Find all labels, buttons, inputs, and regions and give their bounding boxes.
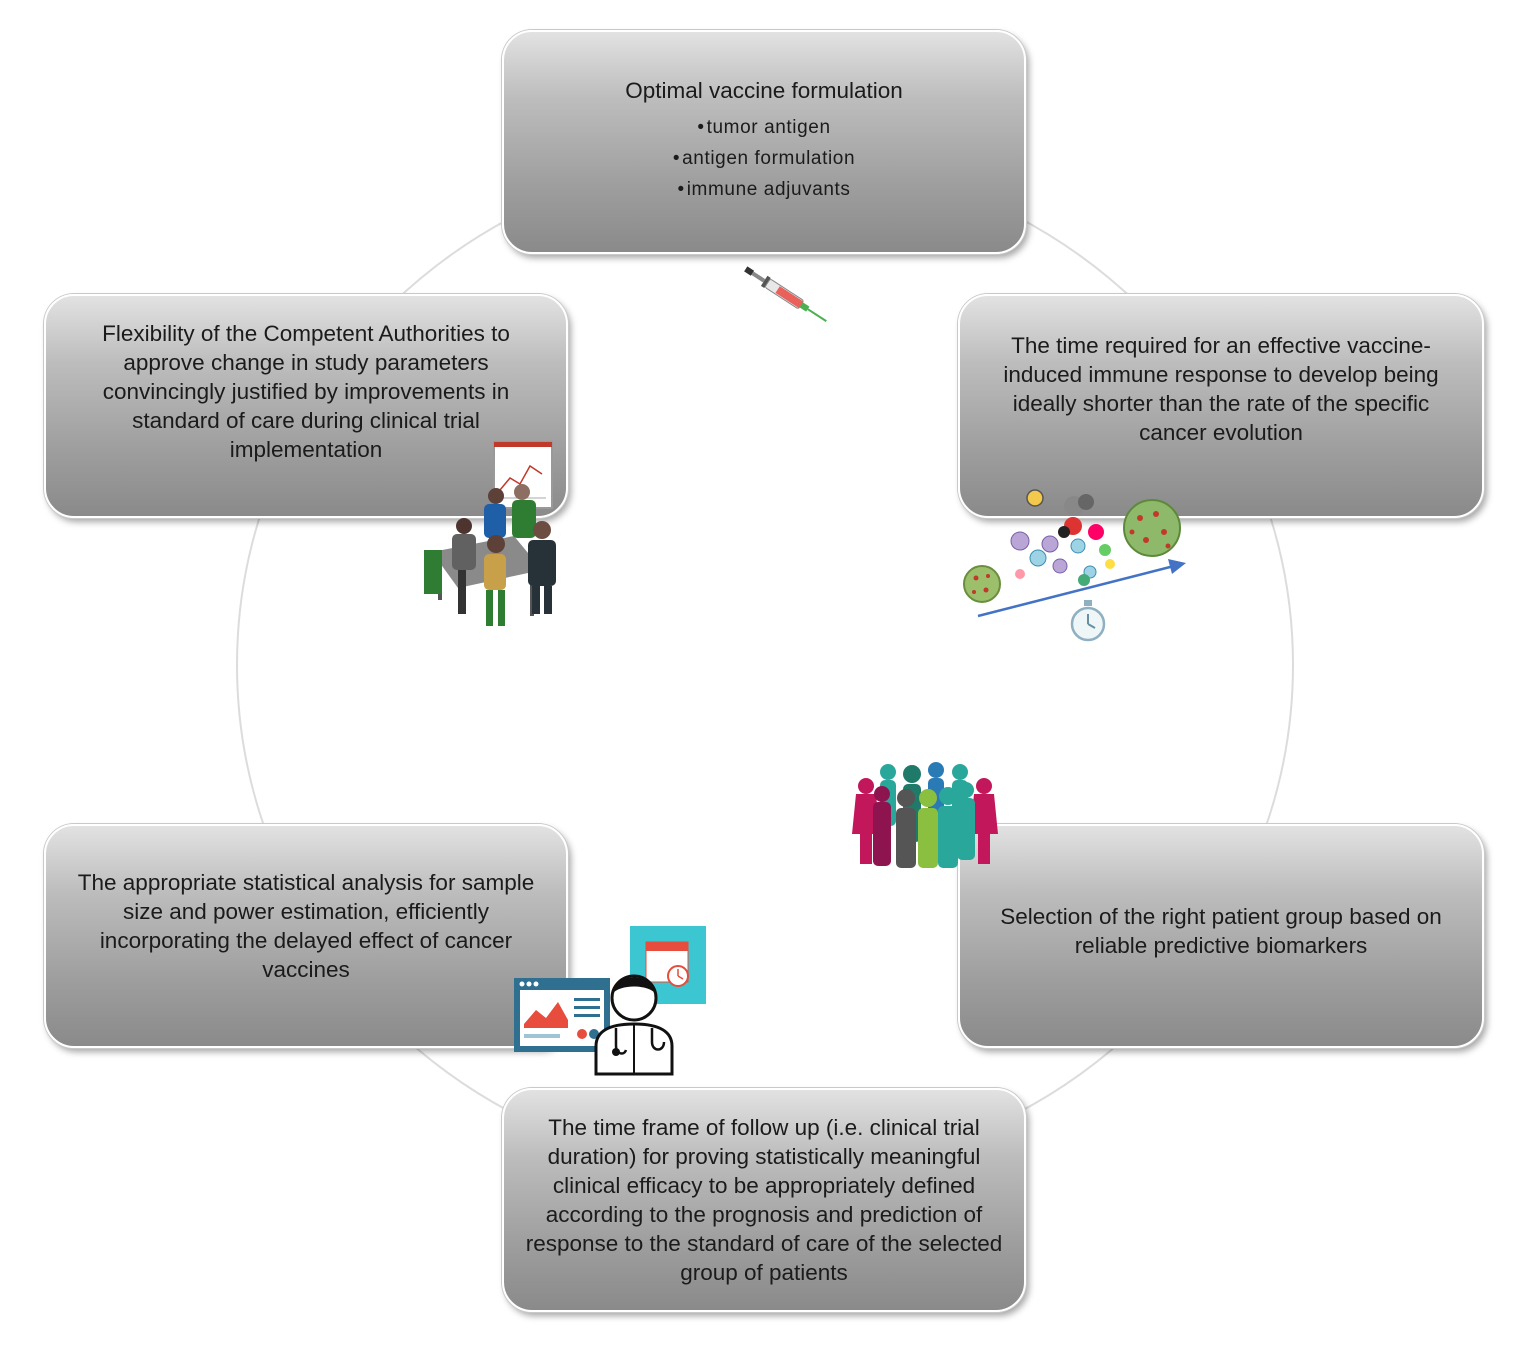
- follow-up-text: The time frame of follow up (i.e. clinic…: [525, 1115, 1003, 1285]
- response-time-text: The time required for an effective vacci…: [1003, 333, 1439, 445]
- statistics-text: The appropriate statistical analysis for…: [77, 870, 535, 982]
- box-vaccine-formulation: Optimal vaccine formulation tumor antige…: [502, 30, 1026, 254]
- doctor-analytics-icon: [514, 926, 706, 1076]
- cancer-cells-icon: [963, 489, 1186, 642]
- box-follow-up-timeframe: The time frame of follow up (i.e. clinic…: [502, 1088, 1026, 1312]
- patient-selection-text: Selection of the right patient group bas…: [1000, 904, 1442, 958]
- box-immune-response-time: The time required for an effective vacci…: [958, 294, 1484, 518]
- flexibility-text: Flexibility of the Competent Authorities…: [102, 320, 510, 462]
- bullet-tumor-antigen: tumor antigen: [673, 112, 855, 143]
- box-patient-selection: Selection of the right patient group bas…: [958, 824, 1484, 1048]
- team-meeting-icon: [424, 441, 556, 626]
- syringe-icon: [744, 266, 827, 322]
- bullet-immune-adjuvants: immune adjuvants: [673, 174, 855, 205]
- formulation-title: Optimal vaccine formulation: [625, 77, 903, 103]
- box-authority-flexibility: Flexibility of the Competent Authorities…: [44, 294, 568, 518]
- formulation-bullet-list: tumor antigen antigen formulation immune…: [673, 112, 855, 205]
- patient-group-icon: [852, 762, 998, 868]
- box-statistical-analysis: The appropriate statistical analysis for…: [44, 824, 568, 1048]
- bullet-antigen-formulation: antigen formulation: [673, 143, 855, 174]
